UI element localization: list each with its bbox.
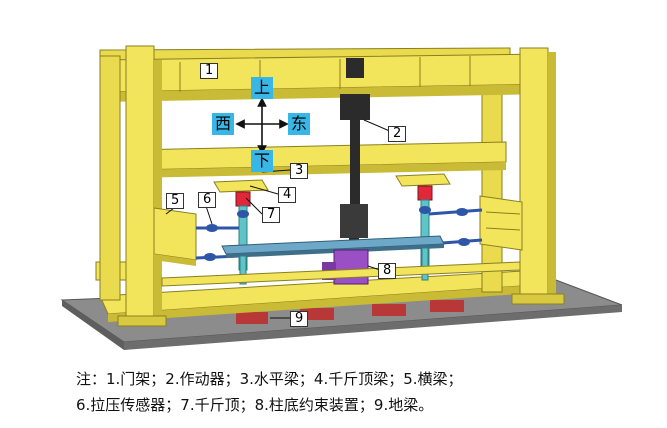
specimen-column-left bbox=[239, 255, 247, 285]
direction-down-label: 下 bbox=[251, 150, 273, 172]
direction-arrows bbox=[235, 97, 289, 155]
caption-line-2: 6.拉压传感器；7.千斤顶；8.柱底约束装置；9.地梁。 bbox=[76, 396, 434, 414]
direction-up-label: 上 bbox=[251, 77, 273, 99]
caption-line-1: 注：1.门架；2.作动器；3.水平梁；4.千斤顶梁；5.横梁； bbox=[76, 370, 463, 388]
jack-top-beam-right bbox=[395, 173, 451, 187]
cross-beam-right bbox=[479, 195, 523, 251]
frame-rear-left-column bbox=[99, 55, 121, 301]
specimen-column-right bbox=[421, 247, 429, 281]
cross-beam-left bbox=[153, 207, 197, 266]
label-column-base-restraint: 8 bbox=[378, 263, 397, 279]
jack-left bbox=[235, 191, 251, 207]
label-frame: 1 bbox=[200, 63, 219, 79]
label-ground-beam: 9 bbox=[290, 311, 309, 327]
direction-east-label: 东 bbox=[288, 113, 310, 135]
label-load-cell: 6 bbox=[198, 192, 217, 208]
test-rig-diagram bbox=[60, 45, 623, 350]
label-horizontal-beam: 3 bbox=[290, 163, 309, 179]
figure-caption: 注：1.门架；2.作动器；3.水平梁；4.千斤顶梁；5.横梁； 6.拉压传感器；… bbox=[76, 366, 656, 418]
jack-right bbox=[417, 185, 433, 201]
jack-top-beam-left bbox=[213, 179, 269, 193]
ground-beam bbox=[236, 300, 464, 324]
label-jack: 7 bbox=[262, 207, 281, 223]
actuator bbox=[340, 58, 370, 258]
label-cross-beam: 5 bbox=[166, 193, 185, 209]
direction-west-label: 西 bbox=[212, 113, 234, 135]
label-actuator: 2 bbox=[388, 126, 407, 142]
frame-front-right-column bbox=[511, 47, 565, 305]
label-jack-top-beam: 4 bbox=[278, 187, 297, 203]
